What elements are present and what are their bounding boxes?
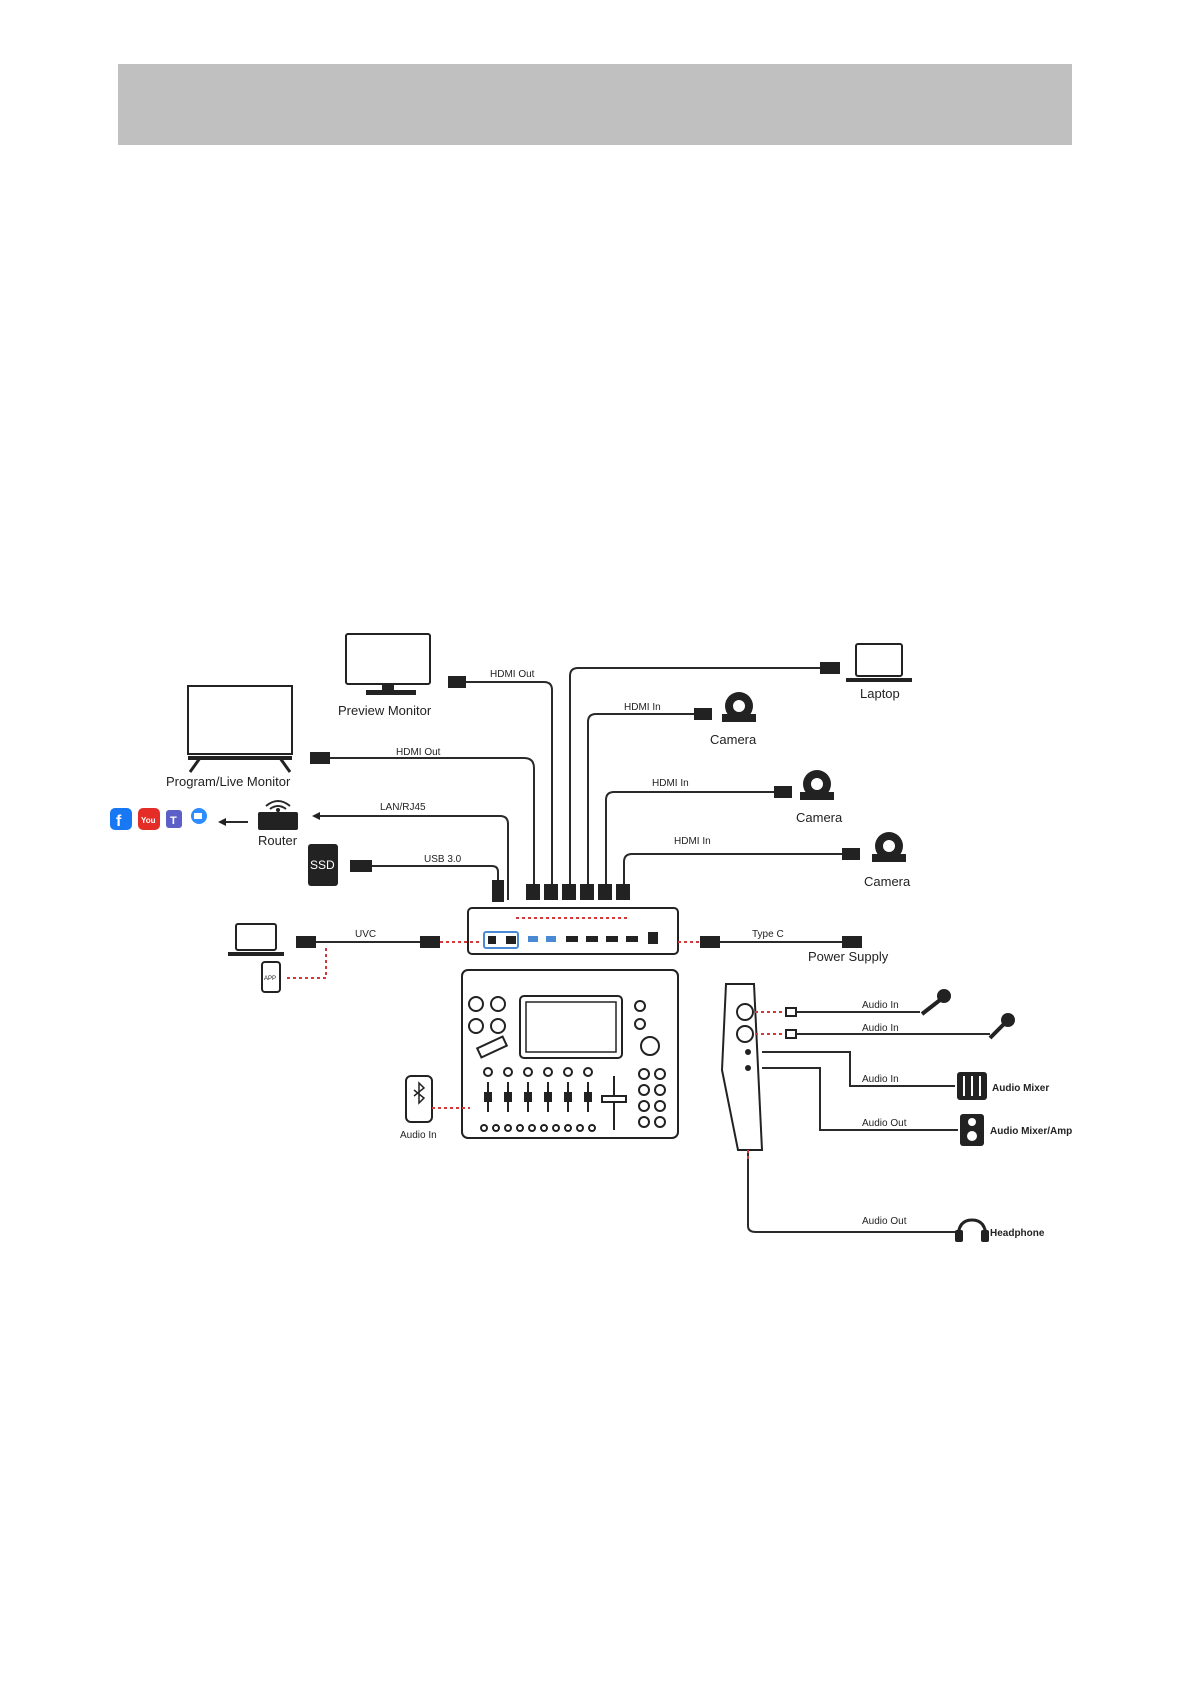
bluetooth-audio-in-label: Audio In	[400, 1130, 437, 1141]
app-badge-label: APP	[264, 976, 276, 982]
laptop-label: Laptop	[860, 686, 900, 701]
audio-in-1-label: Audio In	[862, 1000, 899, 1011]
audio-out-2-label: Audio Out	[862, 1216, 907, 1227]
svg-text:You: You	[141, 816, 156, 825]
ssd-label: SSD	[310, 858, 335, 872]
audio-mixer-label: Audio Mixer	[992, 1083, 1049, 1094]
arrow-left-icon	[218, 818, 226, 826]
microphone-icon	[922, 989, 951, 1014]
svg-text:T: T	[170, 815, 177, 827]
camera-1-label: Camera	[710, 732, 757, 747]
type-c-label: Type C	[752, 929, 784, 940]
headphone-icon	[955, 1220, 989, 1242]
zoom-icon	[191, 808, 207, 824]
audio-in-2-label: Audio In	[862, 1023, 899, 1034]
audio-mixer-amp-label: Audio Mixer/Amp	[990, 1126, 1072, 1137]
camera-3-label: Camera	[864, 874, 911, 889]
switcher-side-panel	[722, 984, 762, 1150]
laptop-icon	[228, 924, 284, 956]
audio-out-1-label: Audio Out	[862, 1118, 907, 1129]
hdmi-in-3-label: HDMI In	[674, 836, 711, 847]
microphone-icon	[990, 1013, 1015, 1038]
hdmi-in-1-label: HDMI In	[624, 702, 661, 713]
hdmi-connector-row	[526, 884, 630, 900]
hdmi-out-preview-label: HDMI Out	[490, 669, 535, 680]
svg-text:f: f	[116, 813, 122, 830]
camera-icon	[800, 770, 834, 800]
hdmi-in-2-label: HDMI In	[652, 778, 689, 789]
program-monitor-icon	[188, 686, 292, 772]
audio-in-3-label: Audio In	[862, 1074, 899, 1085]
audio-mixer-icon	[957, 1072, 987, 1100]
preview-monitor-label: Preview Monitor	[338, 703, 432, 718]
facebook-icon: f	[110, 808, 132, 830]
switcher-rear-panel	[468, 908, 678, 954]
router-icon	[258, 801, 298, 830]
uvc-label: UVC	[355, 929, 376, 940]
power-supply-label: Power Supply	[808, 949, 889, 964]
program-monitor-label: Program/Live Monitor	[166, 774, 291, 789]
speaker-icon	[960, 1114, 984, 1146]
router-label: Router	[258, 833, 298, 848]
usb-label: USB 3.0	[424, 854, 462, 865]
headphone-label: Headphone	[990, 1228, 1045, 1239]
laptop-icon	[846, 644, 912, 682]
youtube-icon: You	[138, 808, 160, 830]
switcher-top-panel	[462, 970, 678, 1138]
hdmi-out-program-label: HDMI Out	[396, 747, 441, 758]
teams-icon: T	[166, 810, 182, 828]
camera-2-label: Camera	[796, 810, 843, 825]
camera-icon	[872, 832, 906, 862]
camera-icon	[722, 692, 756, 722]
lan-label: LAN/RJ45	[380, 802, 426, 813]
preview-monitor-icon	[346, 634, 430, 695]
bluetooth-phone-icon	[406, 1076, 432, 1122]
